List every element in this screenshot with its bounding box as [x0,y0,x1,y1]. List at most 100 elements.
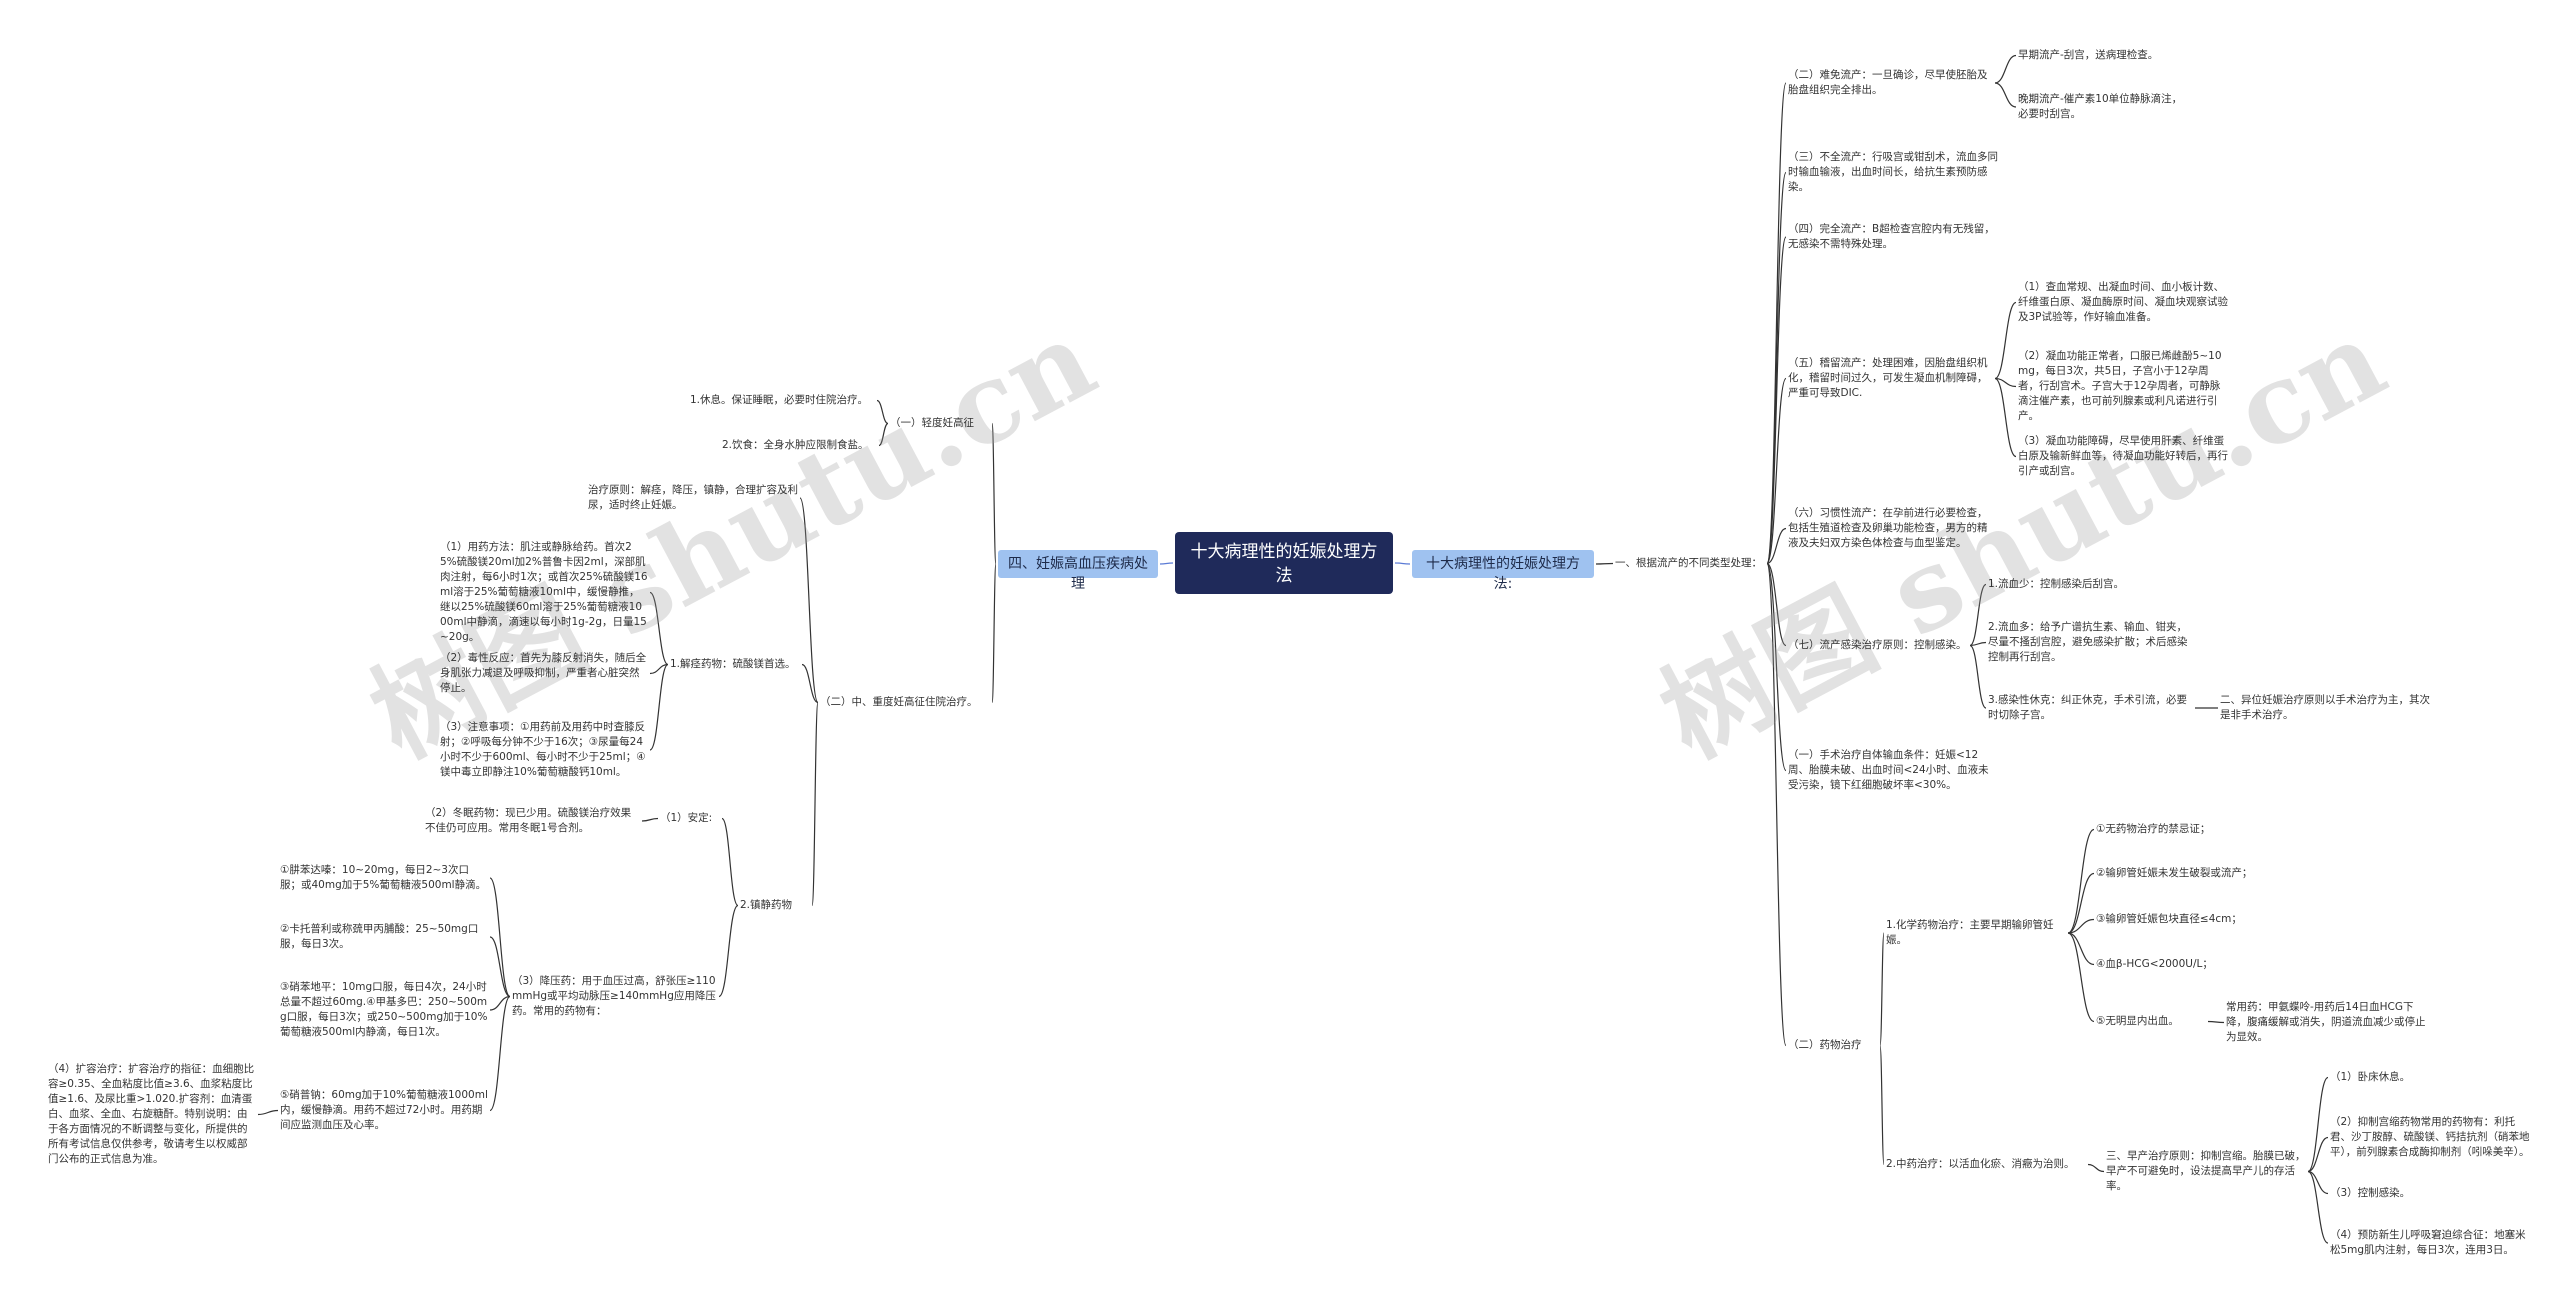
connector [1766,377,1787,565]
node-spasm-2[interactable]: （2）毒性反应：首先为膝反射消失，随后全身肌张力减退及呼吸抑制，严重者心脏突然停… [440,652,647,694]
node-chem[interactable]: 1.化学药物治疗：主要早期输卵管妊娠。 [1886,919,2054,946]
node-spasm[interactable]: 1.解痉药物：硫酸镁首选。 [670,658,796,670]
node-infected-2[interactable]: 2.流血多：给予广谱抗生素、输血、钳夹，尽量不搔刮宫腔，避免感染扩散；术后感染控… [1988,621,2188,663]
connector [489,877,511,998]
connector [1969,641,1987,647]
connector [257,1109,279,1116]
connector [2307,1136,2329,1173]
connector [1766,562,1787,772]
connector [489,936,511,998]
connector [2067,932,2095,1023]
node-premature-2[interactable]: （2）抑制宫缩药物常用的药物有：利托君、沙丁胺醇、硫酸镁、钙拮抗剂（硝苯地平），… [2330,1116,2530,1158]
node-drug-5[interactable]: ⑤硝普钠：60mg加于10%葡萄糖液1000ml内，缓慢静滴。用药不超过72小时… [280,1089,488,1131]
connector [2067,932,2095,966]
node-premature-4[interactable]: （4）预防新生儿呼吸窘迫综合征：地塞米松5mg肌内注射，每日3次，连用3日。 [2330,1229,2526,1256]
connector [1394,562,1411,565]
node-chem-2[interactable]: ②输卵管妊娠未发生破裂或流产； [2096,867,2253,879]
node-mild[interactable]: （一）轻度妊高征 [890,417,974,429]
node-principle[interactable]: 治疗原则：解痉，降压，镇静，合理扩容及利尿，适时终止妊娠。 [588,484,798,511]
node-missed-2[interactable]: （2）凝血功能正常者，口服已烯雌酚5~10mg，每日3次，共5日，子宫小于12孕… [2018,350,2222,422]
node-tcm[interactable]: 2.中药治疗：以活血化瘀、消癥为治则。 [1886,1158,2075,1170]
node-premature-3[interactable]: （3）控制感染。 [2330,1187,2411,1199]
node-ectopic-principle[interactable]: 二、异位妊娠治疗原则以手术治疗为主，其次是非手术治疗。 [2220,694,2430,721]
connector [721,817,739,907]
node-level1[interactable]: 一、根据流产的不同类型处理： [1615,557,1762,569]
node-complete[interactable]: （四）完全流产：B超检查宫腔内有无残留，无感染不需特殊处理。 [1788,223,1995,250]
connector [1879,932,1885,1047]
node-missed[interactable]: （五）稽留流产：处理困难，因胎盘组织机化，稽留时间过久，可发生凝血机制障碍，严重… [1788,357,1988,399]
node-infected-3[interactable]: 3.感染性休克：纠正休克，手术引流，必要时切除子宫。 [1988,694,2188,721]
connector [1766,527,1787,565]
node-chem-5[interactable]: ⑤无明显内出血。 [2096,1015,2179,1027]
right-main-node[interactable]: 十大病理性的妊娠处理方法: [1412,550,1594,592]
node-drug-3[interactable]: ③硝苯地平：10mg口服，每日4次，24小时总量不超过60mg.④甲基多巴：25… [280,981,488,1038]
node-infected-1[interactable]: 1.流血少：控制感染后刮宫。 [1988,578,2125,590]
node-habitual[interactable]: （六）习惯性流产：在孕前进行必要检查，包括生殖道检查及卵巢功能检查，男方的精液及… [1788,507,1988,549]
connector [991,563,997,704]
left-main-node[interactable]: 四、妊娠高血压疾病处理 [998,550,1158,592]
connector [2307,1076,2329,1173]
node-chem-5-note[interactable]: 常用药：甲氨蝶呤-用药后14日血HCG下降，腹痛缓解或消失，阴道流血减少或停止为… [2226,1001,2426,1043]
node-expansion[interactable]: （4）扩容治疗：扩容治疗的指征：血细胞比容≥0.35、全血粘度比值≥3.6、血浆… [48,1063,255,1165]
node-sedative[interactable]: 2.镇静药物 [740,899,793,911]
node-sedative-1[interactable]: （1）安定: [660,812,713,824]
connector [991,422,997,565]
node-infected[interactable]: （七）流产感染治疗原则：控制感染。 [1788,639,1967,651]
node-missed-1[interactable]: （1）查血常规、出凝血时间、血小板计数、纤维蛋白原、凝血酶原时间、凝血块观察试验… [2018,281,2228,323]
node-antihypertensive[interactable]: （3）降压药：用于血压过高，舒张压≥110mmHg或平均动脉压≥140mmHg应… [512,975,716,1017]
connector [1879,1044,1885,1166]
root-node[interactable]: 十大病理性的妊娠处理方法 [1175,532,1393,594]
connector [811,701,819,907]
connector [1994,377,2017,388]
node-incomplete[interactable]: （三）不全流产：行吸宫或钳刮术，流血多同时输血输液，出血时间长，给抗生素预防感染… [1788,151,1998,193]
connector [489,995,511,1011]
connector [1159,562,1174,565]
node-inevitable[interactable]: （二）难免流产：一旦确诊，尽早使胚胎及胎盘组织完全排出。 [1788,69,1988,96]
connector [641,817,659,822]
node-spasm-3[interactable]: （3）注意事项：①用药前及用药中时查膝反射；②呼吸每分钟不少于16次；③尿量每2… [440,721,646,778]
node-drug-1[interactable]: ①肼苯达嗪：10~20mg，每日2~3次口服；或40mg加于5%葡萄糖液500m… [280,864,487,891]
connector [1595,562,1614,565]
node-inevitable-2[interactable]: 晚期流产-催产素10单位静脉滴注，必要时刮宫。 [2018,93,2183,120]
connector [649,663,669,751]
node-inevitable-1[interactable]: 早期流产-刮宫，送病理检查。 [2018,49,2159,61]
connector [1766,236,1787,565]
node-drug-therapy[interactable]: （二）药物治疗 [1788,1039,1862,1051]
connector [649,663,669,675]
connector [2307,1170,2329,1244]
connector [1766,171,1787,565]
node-surgery[interactable]: （一）手术治疗自体输血条件：妊娠<12周、胎膜未破、出血时间<24小时、血液未受… [1788,749,1989,791]
connector [801,663,819,704]
node-severe[interactable]: （二）中、重度妊高征住院治疗。 [820,696,978,708]
connector [489,995,511,1112]
connector [1994,301,2017,380]
node-spasm-1[interactable]: （1）用药方法：肌注或静脉给药。首次25%硫酸镁20ml加2%普鲁卡因2ml，深… [440,541,648,643]
node-drug-2[interactable]: ②卡托普利或称巯甲丙脯酸：25~50mg口服，每日3次。 [280,923,479,950]
connector [1994,54,2017,84]
node-chem-4[interactable]: ④血β-HCG<2000U/L； [2096,958,2213,970]
connector [2087,1163,2105,1173]
node-mild-2[interactable]: 2.饮食：全身水肿应限制食盐。 [722,439,869,451]
connector [2067,828,2095,934]
connector [1969,644,1987,709]
node-mild-1[interactable]: 1.休息。保证睡眠，必要时住院治疗。 [690,394,869,406]
connector [718,904,739,998]
node-chem-1[interactable]: ①无药物治疗的禁忌证； [2096,823,2211,835]
connector [2067,872,2095,934]
connector [2207,1020,2225,1024]
connector [878,422,889,447]
node-chem-3[interactable]: ③输卵管妊娠包块直径≤4cm； [2096,913,2242,925]
connector [1766,562,1787,1047]
node-missed-3[interactable]: （3）凝血功能障碍，尽早使用肝素、纤维蛋白原及输新鲜血等，待凝血功能好转后，再行… [2018,435,2228,477]
connector [799,497,819,704]
connector [1766,562,1787,647]
connector [1994,82,2017,108]
node-premature-1[interactable]: （1）卧床休息。 [2330,1071,2411,1083]
connector [649,591,669,666]
connector [2067,918,2095,934]
connector [1994,377,2017,458]
node-premature[interactable]: 三、早产治疗原则：抑制宫缩。胎膜已破，早产不可避免时，设法提高早产儿的存活率。 [2106,1150,2306,1192]
node-sedative-1-text[interactable]: （2）冬眠药物：现已少用。硫酸镁治疗效果不佳仍可应用。常用冬眠1号合剂。 [425,807,632,834]
